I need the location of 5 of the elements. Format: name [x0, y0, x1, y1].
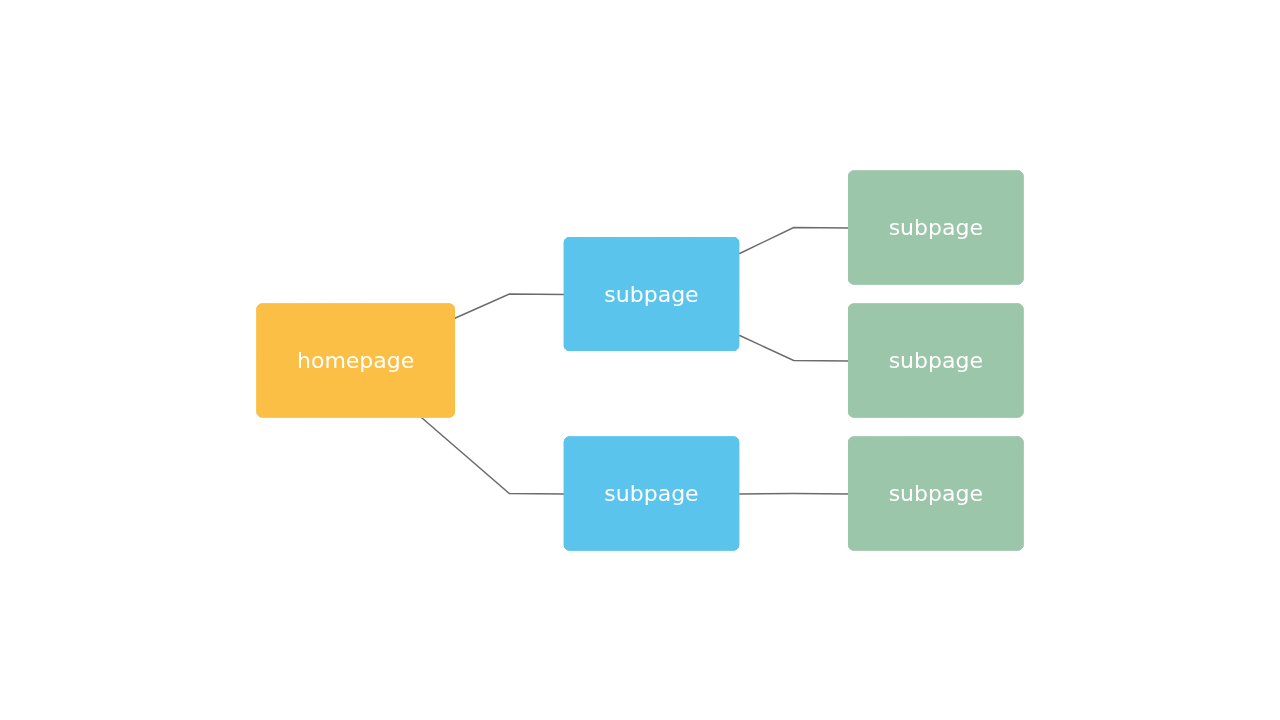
connector	[738, 334, 850, 362]
connector	[454, 292, 566, 319]
connector	[738, 226, 850, 254]
connector	[420, 416, 566, 495]
connector	[738, 492, 850, 495]
